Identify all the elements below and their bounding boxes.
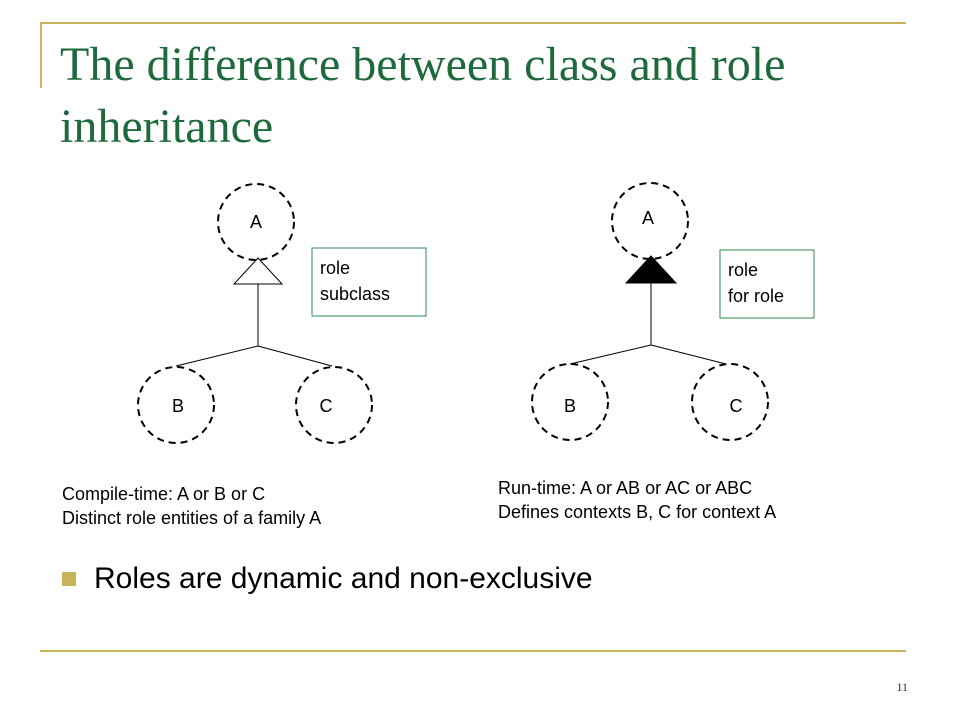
top-rule — [40, 22, 906, 24]
right-caption: Run-time: A or AB or AC or ABC Defines c… — [498, 476, 776, 524]
left-role-box — [311, 247, 427, 317]
right-node-a-label: A — [642, 208, 654, 228]
left-caption-line2: Distinct role entities of a family A — [62, 508, 322, 528]
left-branch-c — [257, 345, 333, 367]
right-branch-c — [650, 344, 727, 365]
right-diagram: A B C role for role — [531, 182, 815, 441]
left-role-box-line2: subclass — [320, 284, 390, 304]
right-branch-b — [569, 344, 652, 365]
left-node-b-label: B — [172, 396, 184, 416]
right-node-c-label: C — [730, 396, 743, 416]
right-caption-line2: Defines contexts B, C for context A — [498, 502, 777, 522]
right-node-c-circle — [691, 363, 769, 441]
left-node-a-label: A — [250, 212, 262, 232]
left-rule — [40, 22, 42, 88]
left-node-b-circle — [137, 366, 215, 444]
right-node-b-circle — [531, 363, 609, 441]
left-role-box-line1: role — [320, 258, 350, 278]
right-role-box — [719, 249, 815, 319]
square-bullet-icon — [62, 572, 76, 586]
bullet-item: Roles are dynamic and non-exclusive — [62, 562, 593, 596]
left-diagram: A B C role subclass — [137, 183, 427, 444]
left-hollow-triangle — [232, 257, 284, 285]
left-node-c-circle — [295, 366, 373, 444]
right-filled-triangle — [624, 255, 678, 284]
bottom-rule — [40, 650, 906, 652]
left-caption-line1: Compile-time: A or B or C — [62, 484, 266, 504]
right-role-box-line1: role — [728, 260, 758, 280]
right-role-box-line2: for role — [728, 286, 784, 306]
slide-title: The difference between class and role in… — [60, 38, 786, 153]
page-number: 11 — [896, 680, 908, 694]
left-branch-b — [175, 345, 259, 367]
bullet-text: Roles are dynamic and non-exclusive — [94, 562, 593, 595]
right-node-b-label: B — [564, 396, 576, 416]
left-caption: Compile-time: A or B or C Distinct role … — [62, 482, 321, 530]
right-caption-line1: Run-time: A or AB or AC or ABC — [498, 478, 753, 498]
left-node-a-circle — [217, 183, 295, 261]
right-node-a-circle — [611, 182, 689, 260]
left-node-c-label: C — [320, 396, 333, 416]
